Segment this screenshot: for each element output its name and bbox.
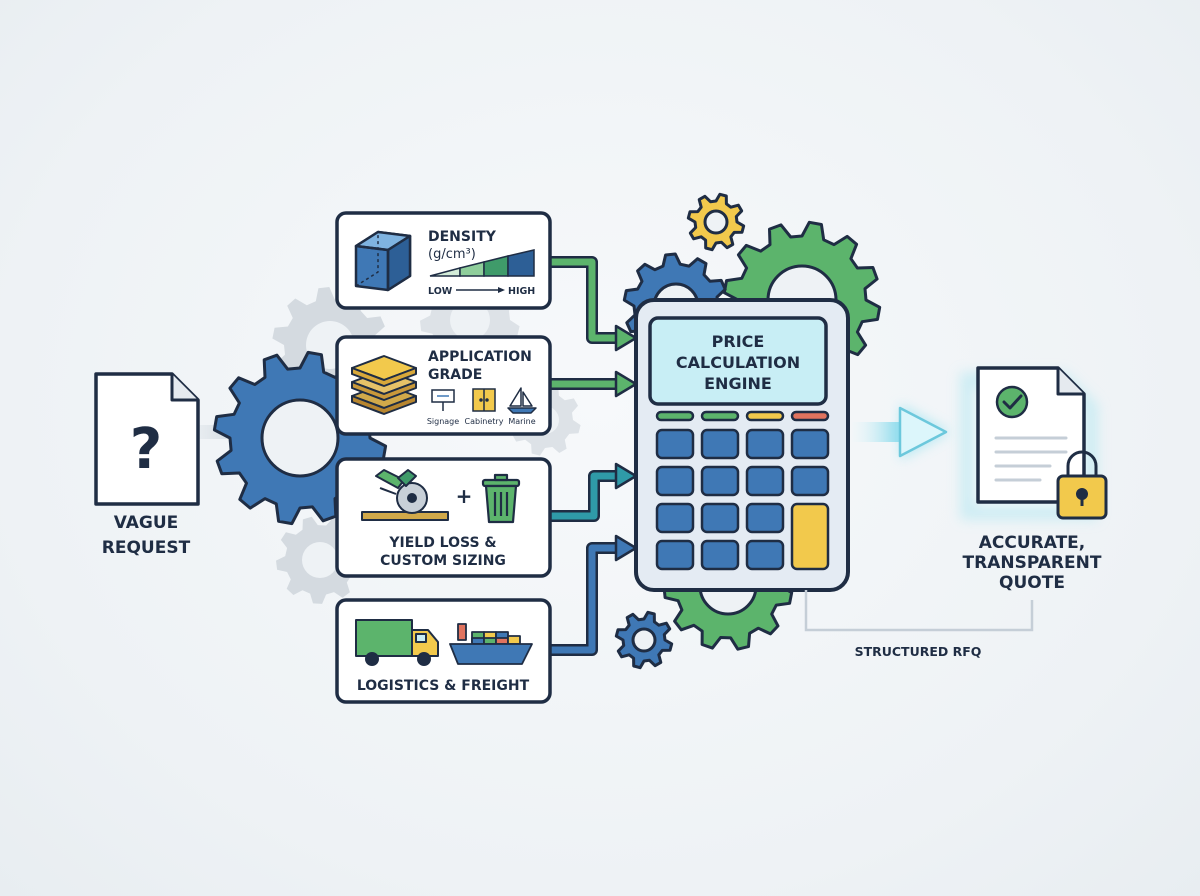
arrow-right-icon [498, 287, 505, 293]
engine-title-line-1: PRICE [712, 332, 765, 351]
density-title: DENSITY [428, 229, 497, 245]
calculator-key [655, 539, 695, 571]
sailboat-icon [507, 387, 537, 414]
calculator-function-key [655, 410, 695, 422]
yield-title-line-2: CUSTOM SIZING [380, 553, 506, 569]
calculator-keypad [655, 410, 830, 571]
calculator-key [700, 502, 740, 534]
calculator-function-key [700, 410, 740, 422]
factor-density-card: DENSITY (g/cm³) LOW HIGH [335, 211, 552, 310]
layered-boards-icon [351, 355, 417, 415]
quote-label-line-1: ACCURATE, [979, 533, 1086, 553]
structured-rfq-label: STRUCTURED RFQ [855, 644, 982, 659]
calculator-key [745, 539, 785, 571]
density-scale-high: HIGH [508, 286, 535, 297]
quote-label-line-2: TRANSPARENT [963, 553, 1102, 573]
structured-rfq-connector [804, 590, 1034, 632]
density-unit: (g/cm³) [428, 247, 476, 262]
calculator-function-key [790, 410, 830, 422]
truck-icon [355, 619, 439, 666]
density-scale-wedge [429, 249, 535, 277]
calculator-key [745, 465, 785, 497]
calculator-key [655, 465, 695, 497]
application-title-line-2: GRADE [428, 367, 482, 383]
calculator-key [700, 465, 740, 497]
engine-title-line-2: CALCULATION [676, 353, 800, 372]
calculator-enter-key [790, 502, 830, 571]
calculator-key [655, 502, 695, 534]
application-title-line-1: APPLICATION [428, 349, 532, 365]
cube-icon [354, 230, 412, 292]
logistics-title: LOGISTICS & FREIGHT [357, 678, 530, 694]
gear-icon [614, 610, 674, 670]
cabinet-icon [472, 388, 496, 412]
use-cabinetry: Cabinetry [465, 417, 504, 426]
quote-document [960, 366, 1108, 520]
factor-logistics-card: LOGISTICS & FREIGHT [335, 598, 552, 704]
factor-yield-card: + YIELD LOSS & CUSTOM SIZING [335, 457, 552, 578]
factor-arrows [550, 256, 638, 656]
use-signage: Signage [427, 417, 459, 426]
gear-icon [686, 192, 746, 252]
plus-sign: + [456, 484, 473, 508]
factor-application-card: APPLICATION GRADE Signage Cabinetry Mari… [335, 335, 552, 436]
price-calculation-engine: PRICE CALCULATION ENGINE [634, 298, 850, 592]
signage-icon [431, 389, 455, 411]
calculator-key [790, 428, 830, 460]
circular-saw-icon [361, 469, 449, 521]
input-label-line-2: REQUEST [102, 538, 191, 558]
calculator-key [745, 428, 785, 460]
checkmark-icon [995, 385, 1029, 419]
padlock-icon [1056, 450, 1108, 520]
cargo-ship-icon [449, 623, 533, 665]
density-scale-low: LOW [428, 286, 453, 297]
calculator-key [655, 428, 695, 460]
calculator-key [745, 502, 785, 534]
trash-bin-icon [481, 473, 521, 524]
engine-title-line-3: ENGINE [704, 374, 772, 393]
calculator-key [790, 465, 830, 497]
yield-title-line-1: YIELD LOSS & [388, 535, 496, 551]
quote-label-line-3: QUOTE [999, 573, 1065, 593]
engine-screen [648, 316, 828, 406]
input-label-line-1: VAGUE [114, 513, 179, 533]
question-mark-icon: ? [130, 417, 162, 482]
vague-request-document: ? [94, 372, 200, 506]
calculator-key [700, 539, 740, 571]
use-marine: Marine [508, 417, 535, 426]
output-arrow [852, 404, 950, 460]
calculator-function-key [745, 410, 785, 422]
calculator-key [700, 428, 740, 460]
